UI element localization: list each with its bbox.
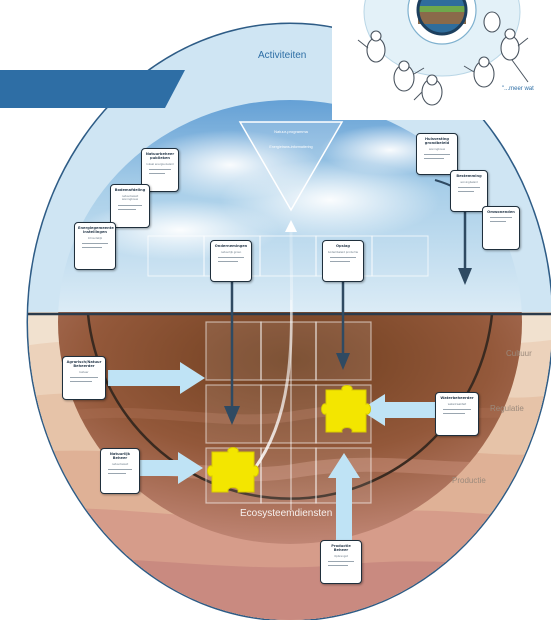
card-sub: waterkwaliteit [447, 403, 467, 406]
card-natuurlijk-beheer[interactable]: Natuurlijk Beheer natuurbeleid [100, 448, 140, 494]
card-title: Huisvesting grondbeleid [424, 137, 450, 145]
card-sub: beheer [79, 371, 89, 374]
label-productie: Productie [452, 476, 486, 485]
card-title: Natuurlijk Beheer [109, 452, 131, 460]
light-beam [248, 220, 297, 510]
card-sub: Opbrengst [334, 555, 348, 558]
inset-caption: "...meer wat [502, 86, 534, 92]
card-sub: Inhoudelijk [87, 237, 103, 240]
card-sub: woningbeleid [460, 181, 478, 184]
title-banner [0, 70, 185, 108]
card-sub: natuurbeleid woningbouw [121, 195, 139, 202]
inset-illustration: "...meer wat [332, 0, 551, 120]
card-natuurbeheer[interactable]: Natuurbeheer publieken lokaal energie-be… [141, 148, 179, 192]
card-title: Ondernemingen [214, 244, 248, 248]
label-activiteiten: Activiteiten [258, 50, 307, 61]
card-sub: natuurlijk groen [220, 251, 242, 254]
card-sub: natuurbeleid [111, 463, 129, 466]
triangle-title: Natuur-programma [274, 129, 308, 134]
card-omwonenden[interactable]: Omwonenden [482, 206, 520, 250]
card-ondernemingen[interactable]: Ondernemingen natuurlijk groen [210, 240, 252, 282]
triangle-subtitle: Energietrans-informatiering [269, 145, 313, 149]
card-opslag[interactable]: Opslag bodembeleid productie [322, 240, 364, 282]
light-arrows [108, 362, 440, 545]
card-productie-beheer[interactable]: Productie Beheer Opbrengst [320, 540, 362, 584]
card-huisvesting[interactable]: Huisvesting grondbeleid woningbouw [416, 133, 458, 175]
program-triangle [238, 121, 344, 212]
label-regulatie: Regulatie [490, 404, 524, 413]
card-title: Productie Beheer [331, 544, 351, 552]
card-sub: bodembeleid productie [327, 251, 359, 254]
card-sub: woningbouw [428, 148, 446, 151]
card-title: Energiegemeente instellingen [78, 226, 114, 234]
card-title: Waterbeheerder [440, 396, 474, 400]
card-title: Natuurbeheer publieken [145, 152, 175, 160]
card-sub: lokaal energie-beleid [146, 163, 174, 166]
card-title: Bestemming [456, 174, 482, 178]
card-bestemming[interactable]: Bestemming woningbeleid [450, 170, 488, 212]
inset-svg [332, 0, 551, 120]
puzzle-piece-1 [207, 447, 259, 493]
card-title: Opslag [336, 244, 350, 248]
card-title: Agrarisch/Natuur Beheerder [66, 360, 102, 368]
card-energiegemeente[interactable]: Energiegemeente instellingen Inhoudelijk [74, 222, 116, 270]
puzzle-piece-2 [321, 385, 371, 433]
card-title: Bodemafdeling [114, 188, 146, 192]
card-agrarisch[interactable]: Agrarisch/Natuur Beheerder beheer [62, 356, 106, 400]
label-ecosysteemdiensten: Ecosysteemdiensten [240, 508, 333, 519]
card-waterbeheerder[interactable]: Waterbeheerder waterkwaliteit [435, 392, 479, 436]
card-title: Omwonenden [487, 210, 515, 214]
card-bodemafdeling[interactable]: Bodemafdeling natuurbeleid woningbouw [110, 184, 150, 228]
label-cultuur: Cultuur [506, 349, 532, 358]
dark-arrows [224, 179, 472, 425]
